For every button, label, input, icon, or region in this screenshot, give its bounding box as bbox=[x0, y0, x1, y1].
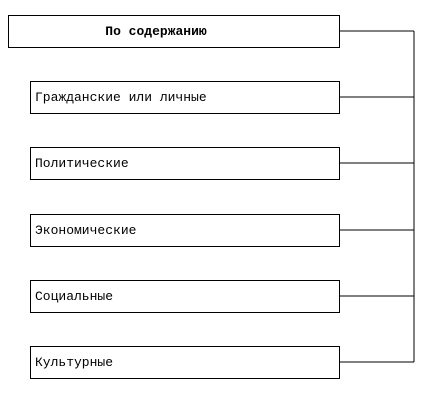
root-node: По содержанию bbox=[8, 15, 340, 48]
node-label: Политические bbox=[35, 156, 129, 171]
node-civil-personal: Гражданские или личные bbox=[30, 81, 340, 114]
node-economic: Экономические bbox=[30, 214, 340, 247]
node-label: Культурные bbox=[35, 355, 114, 370]
root-node-label: По содержанию bbox=[105, 24, 207, 39]
node-label: Гражданские или личные bbox=[35, 90, 207, 105]
node-cultural: Культурные bbox=[30, 346, 340, 379]
node-social: Социальные bbox=[30, 280, 340, 313]
node-label: Экономические bbox=[35, 223, 137, 238]
node-political: Политические bbox=[30, 147, 340, 180]
node-label: Социальные bbox=[35, 289, 114, 304]
